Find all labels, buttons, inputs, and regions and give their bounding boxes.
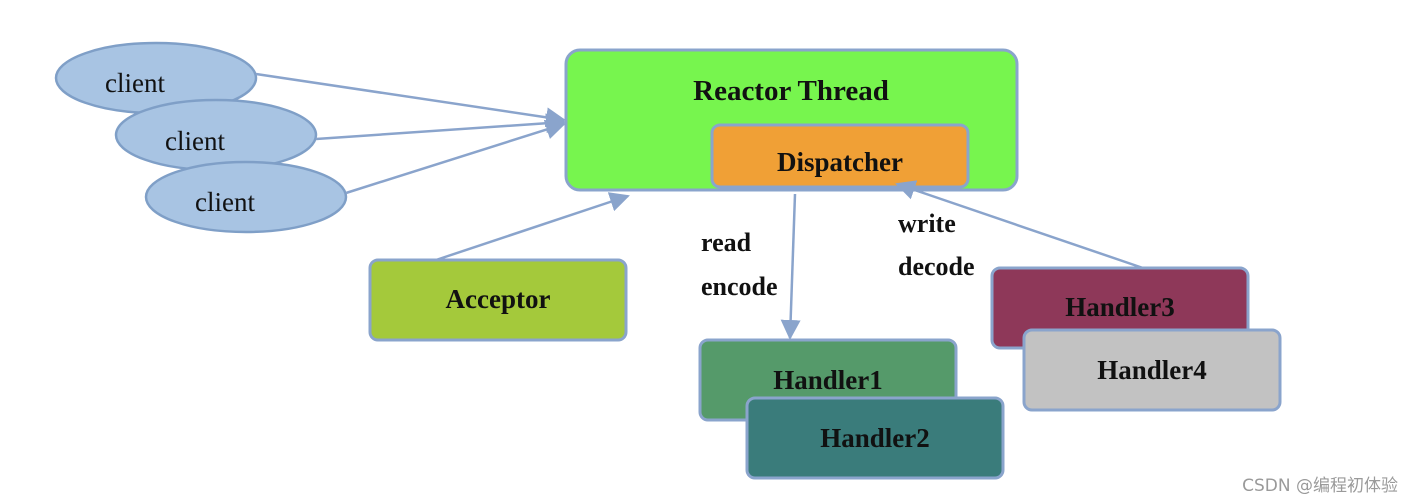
edges xyxy=(255,72,1144,340)
edge-acceptor-to-reactor xyxy=(435,192,630,262)
dispatcher-node: Dispatcher xyxy=(710,123,970,189)
handler3-label: Handler3 xyxy=(1065,292,1175,322)
edge-client3-to-reactor xyxy=(345,119,566,195)
client-node-3: client xyxy=(144,160,348,234)
watermark: CSDN @编程初体验 xyxy=(1242,476,1398,496)
handler2-label: Handler2 xyxy=(820,423,930,453)
edge-label-write: write xyxy=(898,209,956,238)
acceptor-label: Acceptor xyxy=(446,284,551,314)
client-label-1: client xyxy=(105,68,165,98)
edge-handler3-to-dispatcher xyxy=(895,180,1144,270)
acceptor-node: Acceptor xyxy=(368,258,628,342)
edge-label-read: read xyxy=(701,228,752,257)
handler2-node: Handler2 xyxy=(745,396,1005,480)
handler4-label: Handler4 xyxy=(1097,355,1207,385)
handler1-label: Handler1 xyxy=(773,365,883,395)
handler3-node: Handler3 xyxy=(990,266,1250,350)
handler4-node: Handler4 xyxy=(1022,328,1282,412)
edge-label-decode: decode xyxy=(898,252,975,281)
client-label-3: client xyxy=(195,187,255,217)
client-node-2: client xyxy=(114,98,318,172)
edge-label-encode: encode xyxy=(701,272,778,301)
edge-dispatcher-to-handler1 xyxy=(780,193,801,340)
dispatcher-label: Dispatcher xyxy=(777,147,903,177)
edge-client2-to-reactor xyxy=(315,113,566,141)
edge-client1-to-reactor xyxy=(255,72,566,128)
reactor-thread-label: Reactor Thread xyxy=(693,75,889,107)
client-label-2: client xyxy=(165,126,225,156)
